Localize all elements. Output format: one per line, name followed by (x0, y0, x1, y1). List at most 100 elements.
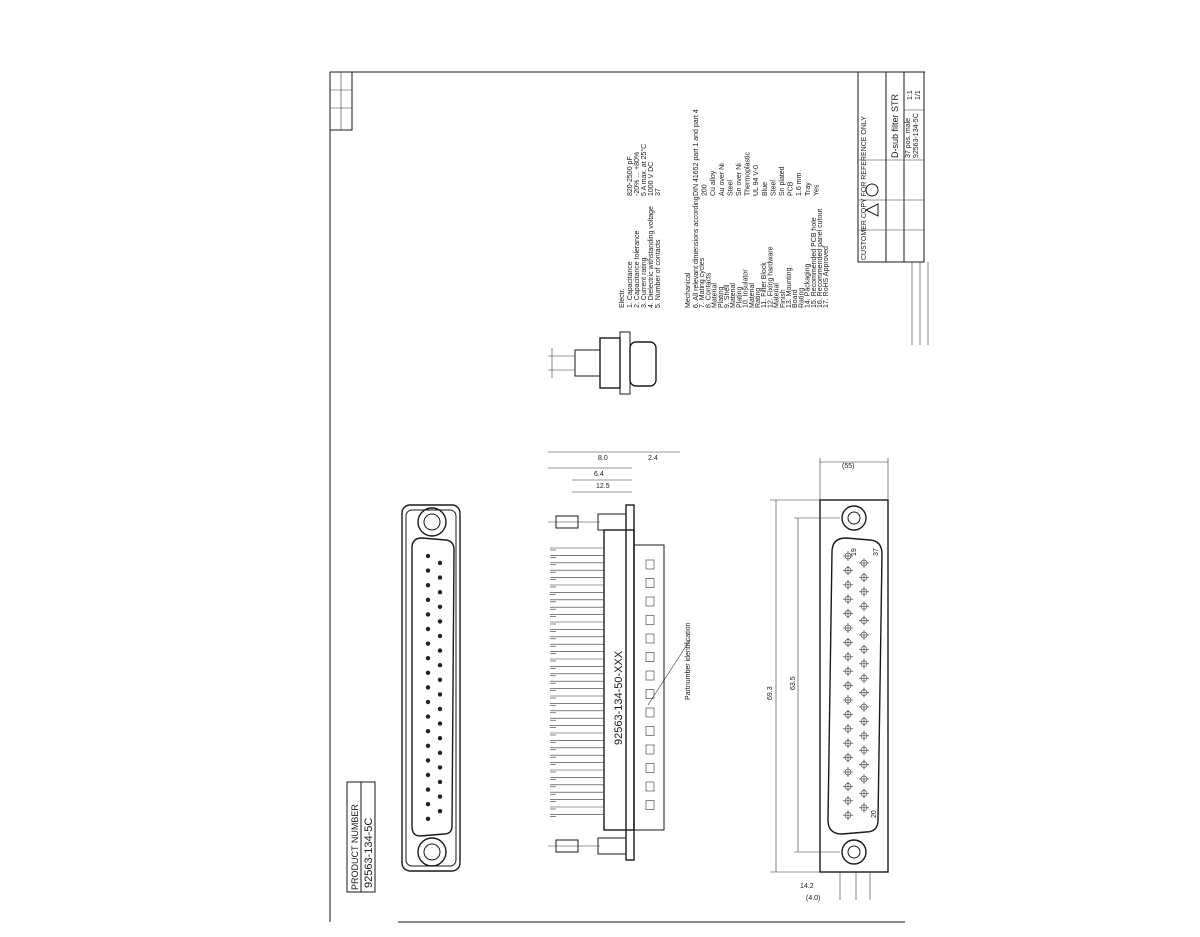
pin-contact (437, 765, 443, 770)
spec-mechanical-value: DIN 41652 part 1 and part 4 (693, 109, 700, 196)
shell-flange (625, 504, 635, 861)
spec-mechanical-item: 10. Insulator (743, 269, 750, 308)
part-marking: 92563-134-50-XXX (613, 650, 625, 745)
spec-mechanical-item: 6. All relevant dimensions according (693, 196, 700, 308)
dim-length: 69.3 (767, 686, 774, 700)
pin-contact (437, 590, 443, 595)
spec-mechanical-value: 200 (702, 184, 709, 196)
title-block-note: CUSTOMER COPY FOR REFERENCE ONLY (861, 116, 868, 260)
projection-cone-icon (864, 203, 879, 217)
connector-front-view (401, 504, 461, 872)
pin-contact (425, 787, 431, 792)
filter-cell (645, 633, 655, 644)
spec-mechanical-item: 15. Recommended PCB hole (811, 217, 818, 308)
spec-mechanical-value: Thermoplastic (745, 152, 752, 196)
pin-contact (437, 560, 443, 566)
pin-contact (437, 575, 443, 580)
filter-cell (645, 670, 655, 681)
spec-mechanical-item: Plating (736, 286, 743, 308)
spec-mechanical-value: Au over Ni (719, 163, 726, 196)
face-hole-bottom (841, 839, 867, 865)
title-block: CUSTOMER COPY FOR REFERENCE ONLY D-sub f… (857, 71, 929, 345)
pin-contact (437, 633, 443, 639)
pin-contact (437, 663, 443, 668)
pin-contact (425, 641, 431, 646)
spec-mechanical-item: Material (730, 283, 737, 308)
pin-contact (437, 619, 443, 624)
dim-depth-inner: 12.5 (596, 483, 610, 490)
filter-cell (645, 689, 655, 699)
spec-mechanical-heading: Mechanical (685, 272, 692, 308)
title-block-scale: 1:1 (907, 90, 914, 100)
spec-electrical-value: 1000 V DC (648, 162, 655, 196)
spec-mechanical-value: Cu alloy (710, 170, 717, 196)
spec-mechanical-item: Rating (755, 288, 762, 308)
spec-mechanical-value: Steel (727, 180, 734, 196)
spec-electrical-value: 37 (655, 188, 662, 196)
filter-cell (645, 596, 655, 607)
spec-mechanical-item: 7. Mating cycles (699, 257, 706, 308)
spec-mechanical-value: Blue (762, 182, 769, 196)
dim-pitch-span: 63.5 (790, 676, 797, 690)
pin-contact (437, 677, 443, 682)
connector-pin-face-view: (55) 19 37 20 69.3 63.5 14.2 (4.0) (767, 458, 889, 902)
spec-mechanical-item: Material (712, 283, 719, 308)
dim-depth-mid: 6.4 (594, 471, 604, 478)
spec-electrical-value: 820-2500 pF (627, 156, 634, 196)
spec-electrical-item: 5. Number of contacts (655, 239, 662, 308)
pin-label-last: 20 (871, 810, 878, 818)
spec-mechanical-value: 1.6 mm (796, 172, 803, 196)
spec-mechanical-value: Steel (770, 180, 777, 196)
dim-bottom-a: 14.2 (800, 883, 814, 890)
title-block-title: D-sub filter STR (890, 93, 900, 158)
pin-contact (437, 779, 443, 785)
spec-electrical-item: 4. Dielectric withstanding voltage (648, 206, 655, 308)
filter-cell (645, 726, 655, 736)
pin-contact (425, 597, 431, 602)
spec-mechanical-value: Sn plated (779, 166, 786, 196)
pin-label-first: 19 (851, 548, 858, 556)
projection-symbol-icon (865, 183, 879, 197)
pin-contact (425, 699, 431, 705)
mounting-hole-top (417, 507, 447, 537)
pin-contact (425, 743, 431, 748)
pin-contact (425, 670, 431, 675)
product-number-heading: PRODUCT NUMBER (350, 804, 360, 890)
pin-contact (437, 721, 443, 726)
dim-width: (55) (842, 463, 854, 470)
filter-cell (645, 707, 655, 718)
spec-mechanical-item: Material (774, 283, 781, 308)
filter-cell (645, 615, 655, 625)
part-marking-callout: Partnumber identification (685, 622, 692, 700)
dim-bottom-b: (4.0) (806, 895, 820, 902)
filter-cell (645, 652, 655, 662)
pin-contact (425, 802, 431, 807)
pin-contact (425, 685, 431, 690)
connector-side-view: 8.0 6.4 12.5 2.4 92563-134-50-XXX Partnu… (548, 451, 692, 861)
spec-mechanical-item: Material (749, 283, 756, 308)
filter-cell (645, 578, 655, 588)
product-number-box: PRODUCT NUMBER 92563-134-5C (346, 781, 376, 893)
pin-label-corner: 37 (873, 548, 880, 556)
filter-cell (645, 781, 655, 792)
pin-contact (437, 706, 443, 712)
pin-contact (437, 809, 443, 814)
pin-contact (425, 612, 431, 617)
pin-contact (425, 568, 431, 573)
face-hole-top (841, 505, 867, 531)
spec-electrical-heading: Electr. (619, 288, 626, 308)
pin-contact (437, 750, 443, 755)
spec-electrical-item: 3. Current rating (641, 257, 648, 308)
spec-mechanical-item: 9. Shell (724, 284, 731, 308)
spec-mechanical-value: Sn over Ni (736, 163, 743, 196)
product-number-value: 92563-134-5C (363, 818, 375, 888)
spec-mechanical-value: UL 94 V-0 (753, 165, 760, 196)
spec-electrical-value: -20% ... +80% (634, 152, 641, 196)
connector-top-view (548, 331, 657, 395)
spec-mechanical-value: Yes (813, 184, 820, 196)
spec-mechanical-item: 8. Contacts (705, 272, 712, 308)
pin-contact (425, 656, 431, 661)
spec-mechanical-item: 13. Mounting (786, 267, 793, 308)
